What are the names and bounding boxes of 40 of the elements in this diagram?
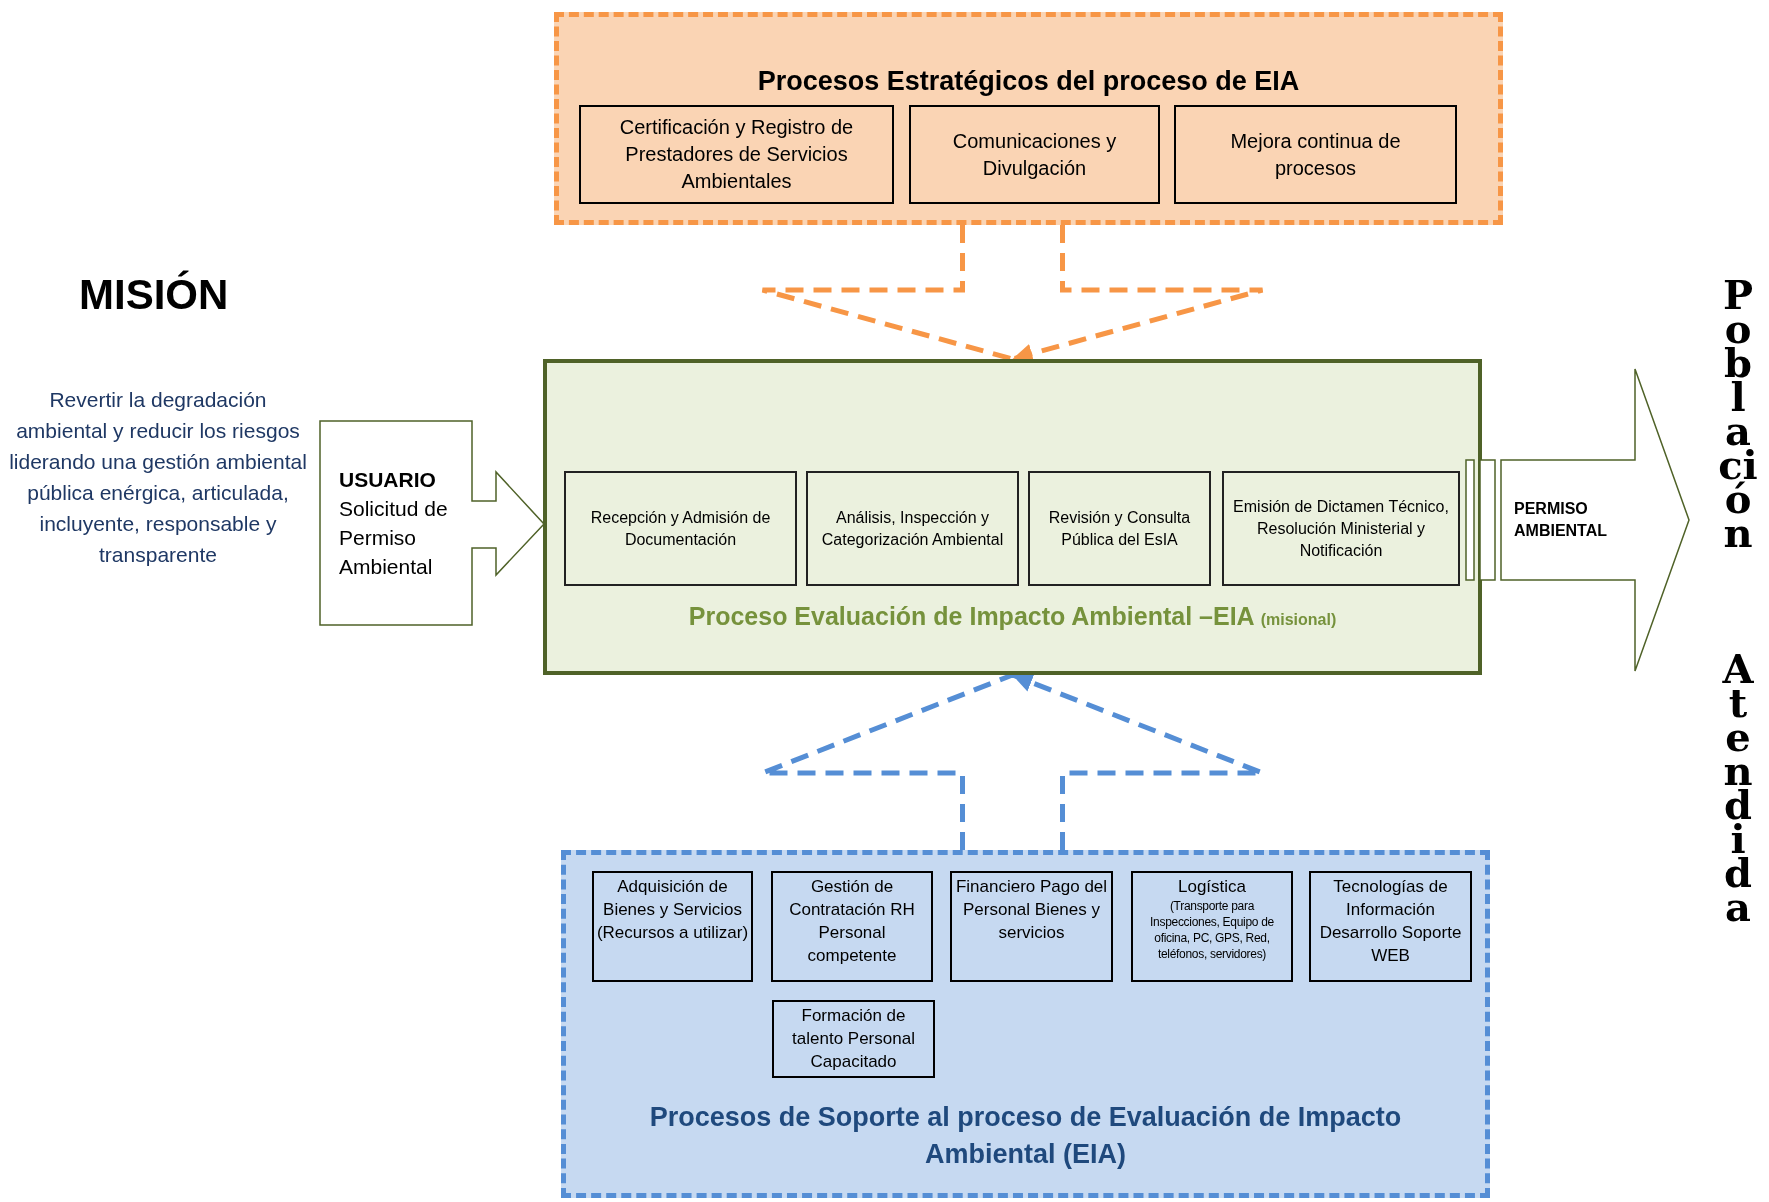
panel-title: Procesos de Soporte al proceso de Evaluación de Impacto Ambiental (EIA) — [648, 1101, 1403, 1171]
process-box — [1309, 871, 1472, 982]
process-box — [1028, 471, 1211, 586]
box-text: Emisión de Dictamen Técnico, Resolución Ministerial y Notificación — [1232, 496, 1450, 561]
process-box — [909, 105, 1160, 204]
process-panel — [543, 359, 1482, 675]
process-box — [771, 871, 933, 982]
panel-title: Procesos Estratégicos del proceso de EIA — [757, 65, 1300, 98]
box-text: Revisión y Consulta Pública del EsIA — [1047, 507, 1192, 550]
arrow-text: Solicitud de Permiso Ambiental — [339, 496, 449, 580]
arrow-heading: USUARIO — [339, 467, 437, 493]
process-box — [1174, 105, 1457, 204]
box-text: Mejora continua de procesos — [1229, 128, 1402, 181]
process-box — [592, 871, 753, 982]
panel-subtitle: (misional) — [1260, 610, 1337, 630]
process-panel — [561, 850, 1490, 1198]
box-detail: (Transporte para Inspecciones, Equipo de oficina, PC, GPS, Red, teléfonos, servidores) — [1149, 898, 1275, 962]
process-box — [950, 871, 1113, 982]
mission-text: Revertir la degradación ambiental y reducir los riesgos liderando una gestión ambiental pública enérgica, articulada, incluyente, responsable y transparente — [8, 387, 308, 568]
box-text: Certificación y Registro de Prestadores de Servicios Ambientales — [618, 115, 855, 194]
process-box — [579, 105, 894, 204]
box-text: Gestión de Contratación RH Personal competente — [788, 876, 916, 967]
box-text: Adquisición de Bienes y Servicios (Recursos a utilizar) — [596, 876, 749, 944]
vertical-label: Población — [1718, 278, 1758, 550]
vertical-label: Atendida — [1721, 652, 1755, 924]
box-text: Formación de talento Personal Capacitado — [791, 1005, 916, 1073]
process-box — [806, 471, 1019, 586]
process-box — [1131, 871, 1293, 982]
arrow-text: PERMISO AMBIENTAL — [1514, 499, 1609, 541]
box-text: Recepción y Admisión de Documentación — [589, 507, 772, 550]
process-box — [564, 471, 797, 586]
box-text: Comunicaciones y Divulgación — [951, 128, 1118, 181]
process-box — [772, 1000, 935, 1078]
panel-title: Proceso Evaluación de Impacto Ambiental –EIA — [688, 601, 1255, 632]
process-panel — [554, 12, 1503, 225]
box-text: Tecnologías de Información Desarrollo Soporte WEB — [1318, 876, 1463, 967]
box-text: Logística — [1177, 876, 1246, 898]
box-text: Financiero Pago del Personal Bienes y servicios — [954, 876, 1109, 944]
box-text: Análisis, Inspección y Categorización Ambiental — [820, 507, 1005, 550]
process-box — [1222, 471, 1460, 586]
